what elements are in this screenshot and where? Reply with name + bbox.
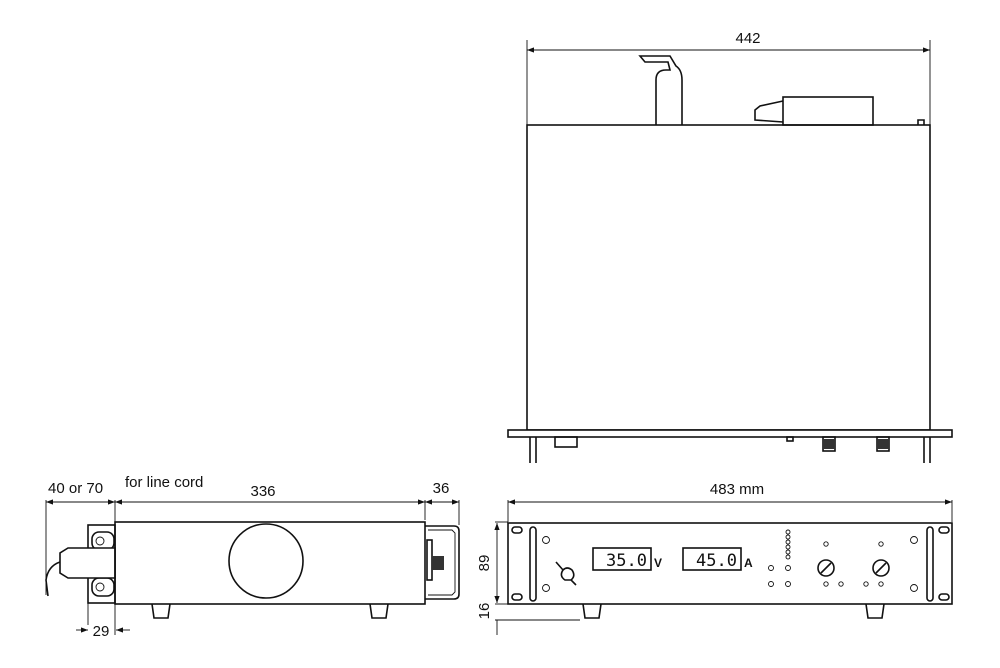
feet [582,603,885,619]
current-knob[interactable] [872,559,890,577]
rack-ears [511,526,950,602]
current-unit: A [744,556,753,570]
line-cord-note: for line cord [125,474,203,491]
height-label: 89 [476,555,493,572]
front-view: 483 mm 35.0 V 45.0 A [507,481,953,619]
fan-outline [228,523,304,599]
power-switch-icon[interactable] [555,561,577,586]
top-view: 442 [507,30,953,463]
current-display [682,547,742,571]
voltage-value: 35.0 [606,551,647,571]
handle-depth-label: 36 [433,480,450,497]
panel-screws [542,536,918,592]
voltage-display [592,547,652,571]
feet-height-label: 16 [476,603,493,620]
line-cord-plug-side [59,547,116,579]
height-dimensions: 89 16 [476,521,580,635]
output-connector [782,96,874,126]
line-cord-plug [638,55,683,125]
side-view: 40 or 70 for line cord 336 36 29 [45,474,460,640]
led-indicators [768,529,884,587]
chassis-side [114,521,426,605]
chassis-top [526,124,931,431]
rear-offset-label: 29 [93,623,110,640]
line-cord-dimension-label: 40 or 70 [48,480,103,497]
knob-shafts [822,436,890,452]
front-width-label: 483 mm [710,481,764,498]
front-panel [507,522,953,605]
depth-label: 336 [250,483,275,500]
voltage-unit: V [654,556,662,570]
top-width-label: 442 [735,30,760,47]
voltage-knob[interactable] [817,559,835,577]
current-value: 45.0 [696,551,737,571]
front-flange [507,429,953,438]
